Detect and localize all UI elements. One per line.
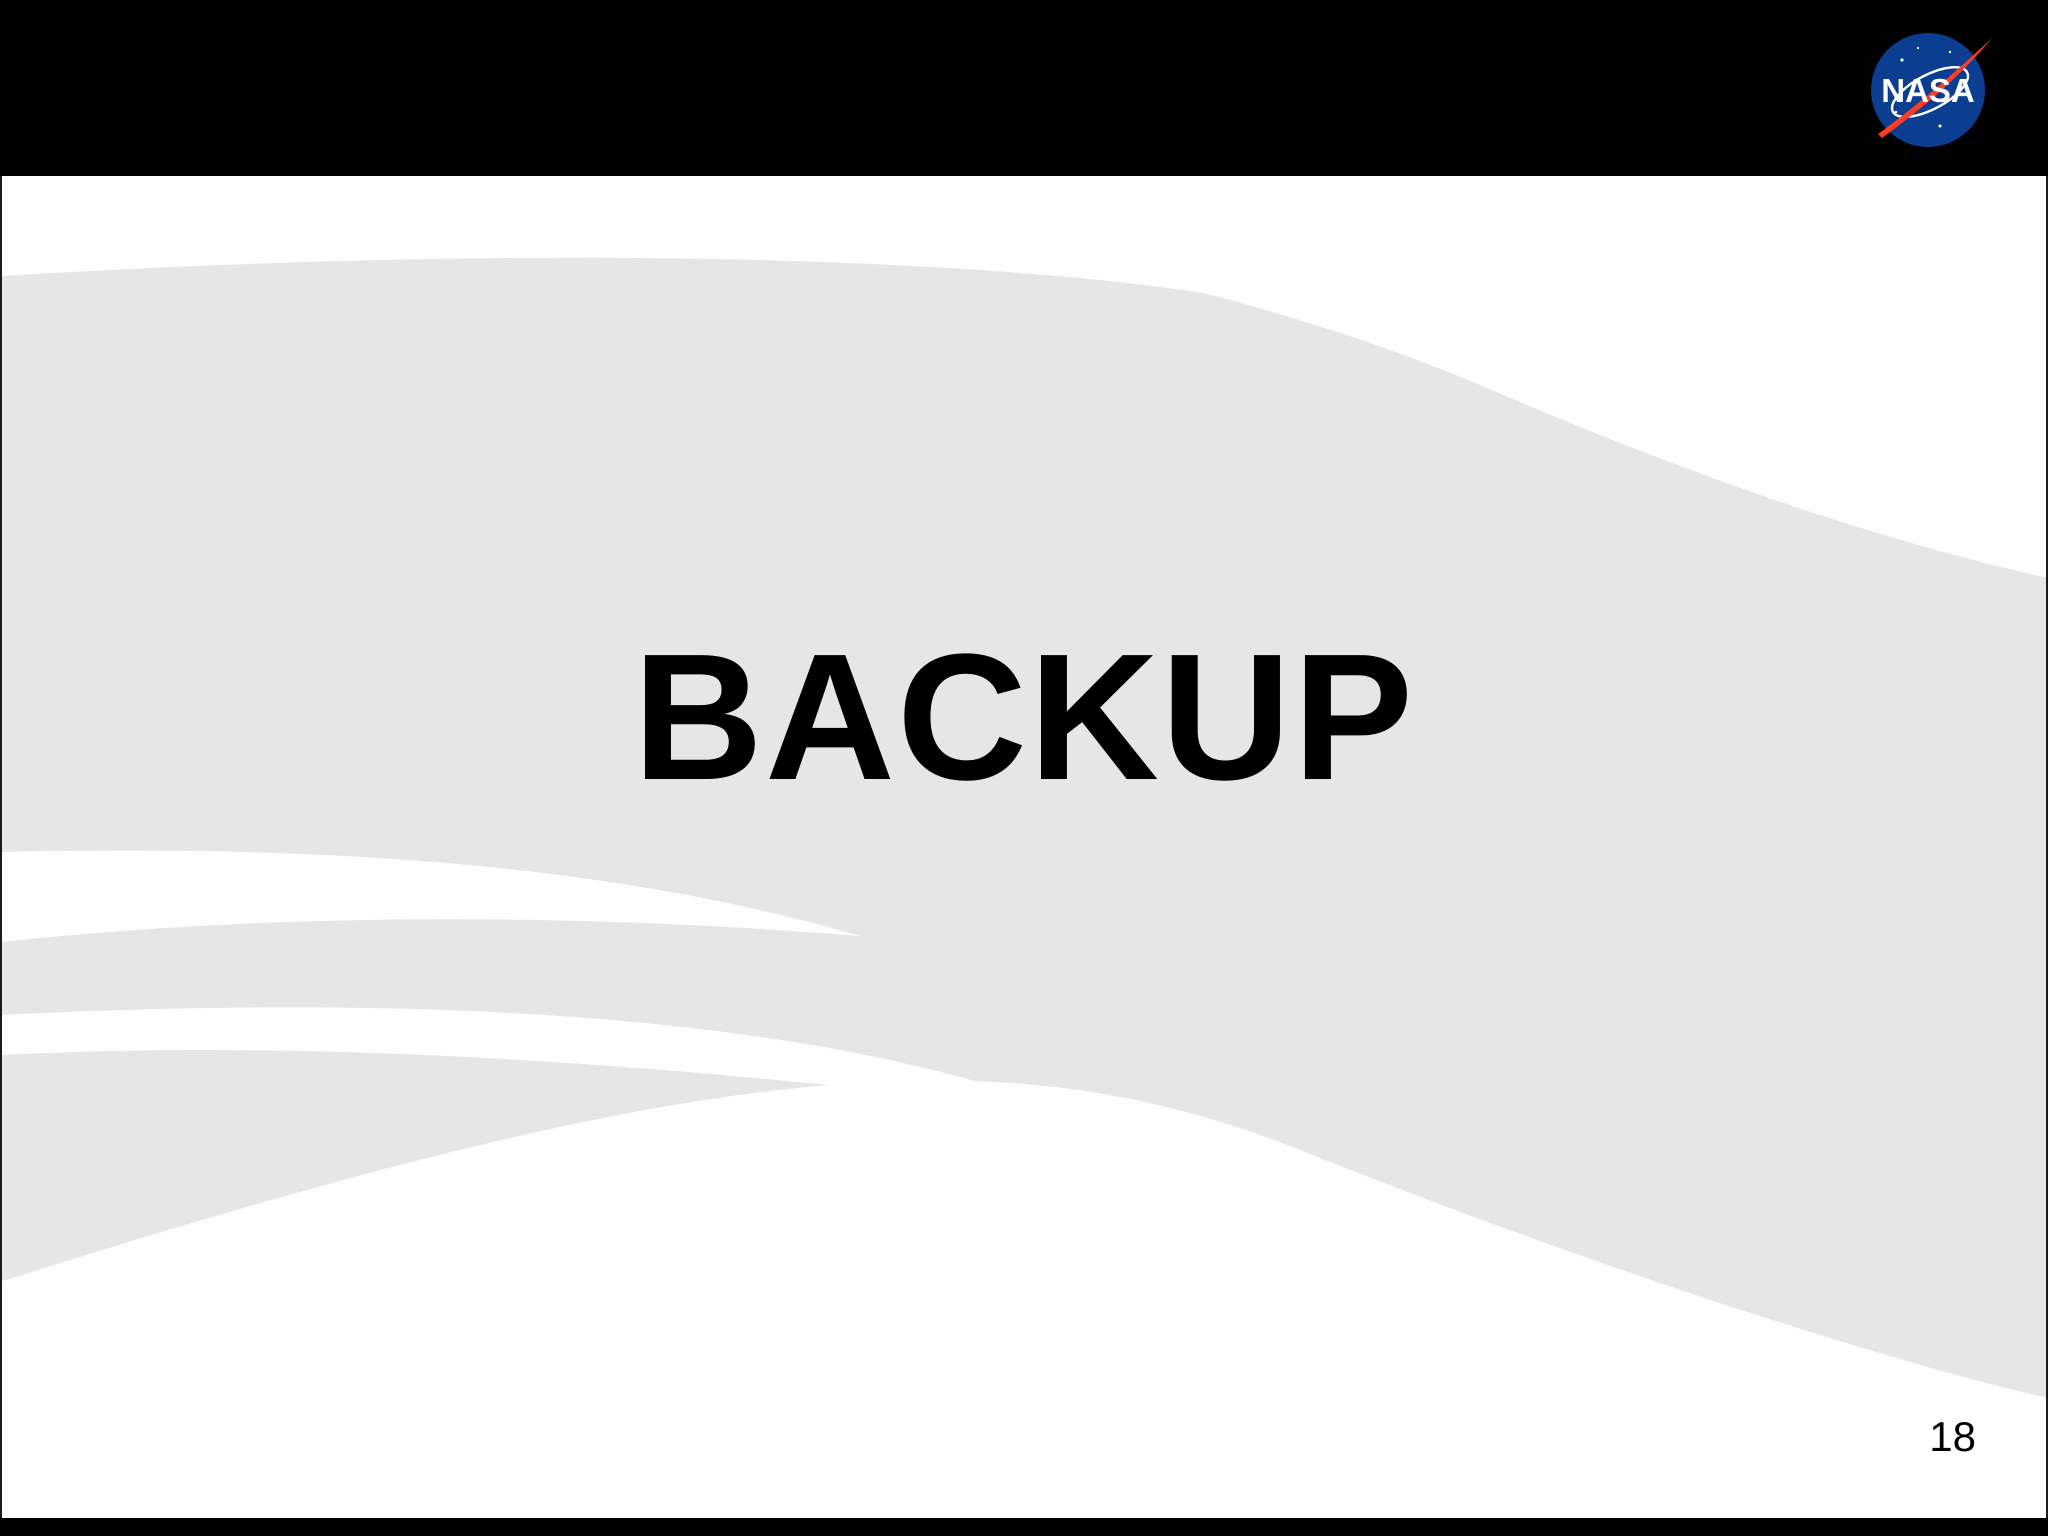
slide-title: BACKUP <box>632 617 1415 818</box>
swoosh-main-band <box>0 257 2048 1398</box>
slide-border-right <box>2046 176 2048 1518</box>
slide-border-bottom <box>0 1518 2048 1536</box>
nasa-meatball-icon: NASA <box>1871 33 1992 147</box>
logo-wordmark: NASA <box>1881 72 1975 109</box>
swoosh-white-stripe-middle <box>0 850 860 942</box>
swoosh-white-stripe-top <box>680 194 2048 578</box>
page-number: 18 <box>1929 1413 1976 1460</box>
header-band <box>0 0 2048 176</box>
slide-border-left <box>0 176 2 1518</box>
swoosh-white-stripe-lower <box>0 1007 1070 1112</box>
